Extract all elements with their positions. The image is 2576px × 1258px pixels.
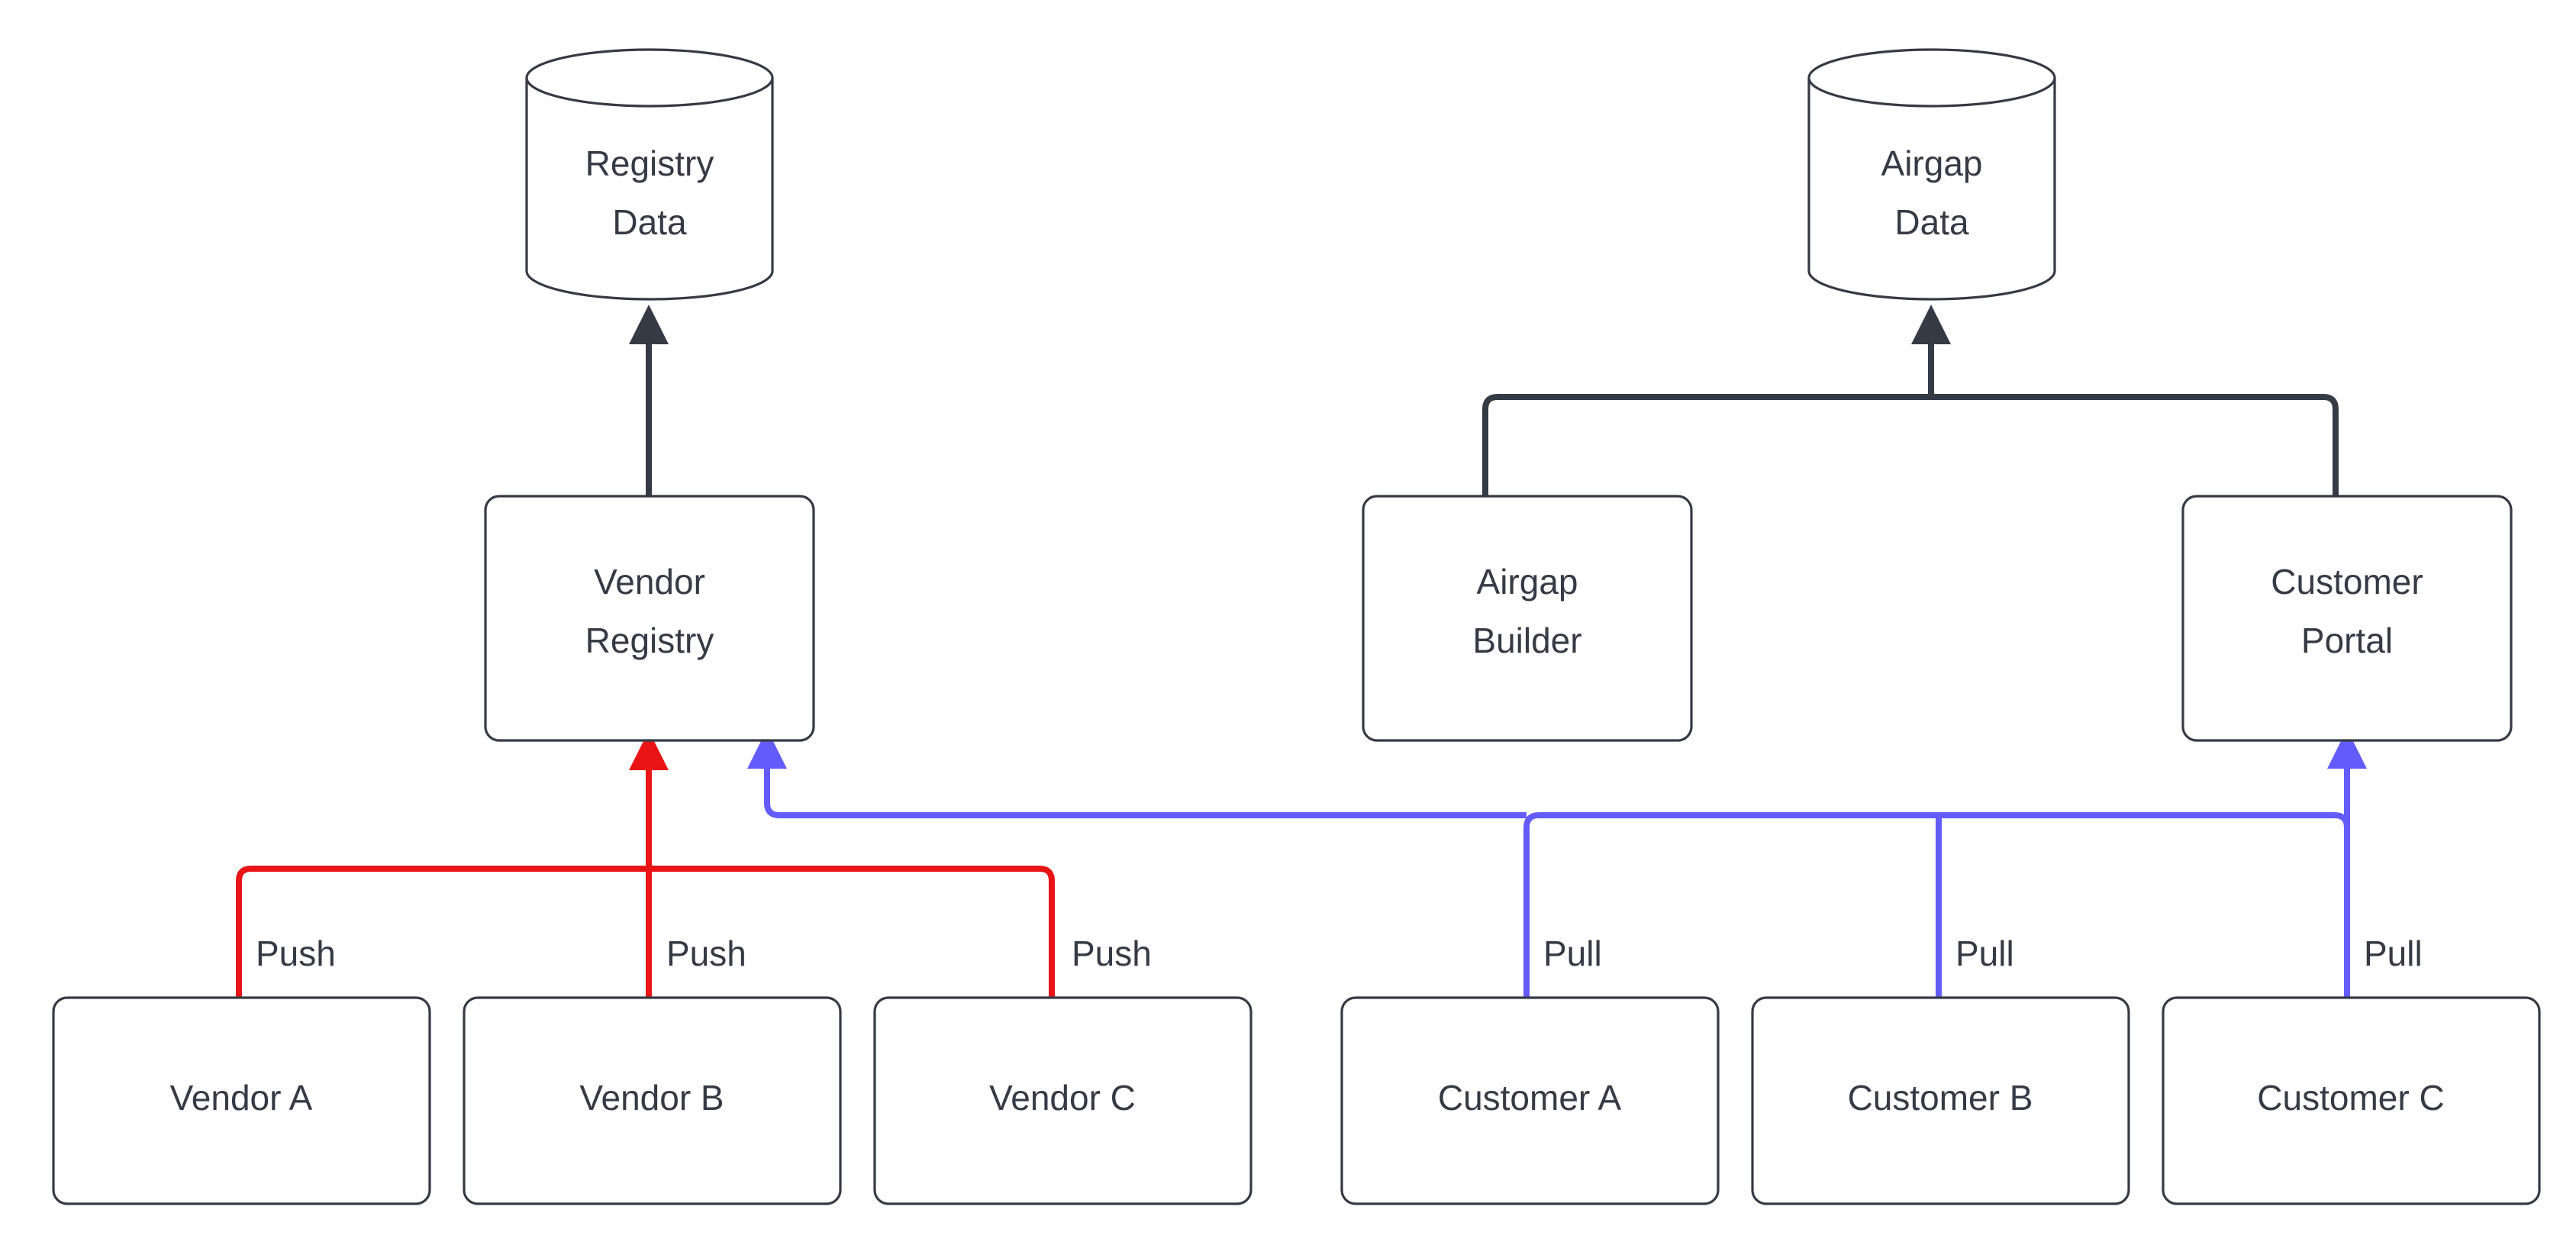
vendor-a-box — [52, 996, 431, 1205]
customer-a-box — [1340, 996, 1720, 1205]
airgap-builder-box — [1362, 495, 1693, 742]
airgap-data-cylinder-top — [1807, 48, 2056, 108]
vendor-c-label: Vendor C — [989, 1078, 1136, 1118]
customer-b-label: Customer B — [1848, 1078, 2033, 1118]
registry-data-cylinder-body — [525, 78, 774, 301]
edge-label-push-a: Push — [256, 934, 336, 973]
customer-c-label: Customer C — [2257, 1078, 2444, 1118]
node-customer-b[interactable]: Customer B — [1751, 996, 2130, 1205]
node-airgap-builder[interactable]: Airgap Builder — [1362, 495, 1693, 742]
vendor-registry-label-line2: Registry — [585, 621, 714, 660]
edge-push-bus — [236, 866, 1055, 998]
node-vendor-c[interactable]: Vendor C — [873, 996, 1253, 1205]
registry-data-cylinder-top — [525, 48, 774, 108]
customer-portal-label-line1: Customer — [2271, 562, 2423, 602]
customer-a-label: Customer A — [1438, 1078, 1622, 1118]
node-customer-c[interactable]: Customer C — [2162, 996, 2541, 1205]
edge-label-push-b: Push — [666, 934, 746, 973]
edge-label-pull-a: Pull — [1543, 934, 1602, 973]
vendor-registry-box — [484, 495, 815, 742]
airgap-data-label-line1: Airgap — [1881, 144, 1983, 183]
node-vendor-b[interactable]: Vendor B — [463, 996, 842, 1205]
node-registry-data[interactable]: Registry Data — [525, 48, 774, 301]
vendor-registry-label-line1: Vendor — [594, 562, 705, 602]
edge-airgap-tree-bus — [1482, 394, 2339, 496]
node-vendor-a[interactable]: Vendor A — [52, 996, 431, 1205]
vendor-b-box — [463, 996, 842, 1205]
airgap-builder-label-line2: Builder — [1472, 621, 1581, 660]
customer-c-box — [2162, 996, 2541, 1205]
airgap-builder-label-line1: Airgap — [1477, 562, 1578, 602]
customer-b-box — [1751, 996, 2130, 1205]
node-airgap-data[interactable]: Airgap Data — [1807, 48, 2056, 301]
edge-pull-to-vendor-registry — [764, 740, 1527, 818]
registry-data-label-line2: Data — [612, 202, 687, 242]
node-vendor-registry[interactable]: Vendor Registry — [484, 495, 815, 742]
edge-label-push-c: Push — [1072, 934, 1152, 973]
customer-portal-label-line2: Portal — [2301, 621, 2393, 660]
node-customer-a[interactable]: Customer A — [1340, 996, 1720, 1205]
registry-data-label-line1: Registry — [585, 144, 714, 183]
vendor-a-label: Vendor A — [170, 1078, 313, 1118]
vendor-c-box — [873, 996, 1253, 1205]
edge-label-pull-b: Pull — [1955, 934, 2014, 973]
edge-label-pull-c: Pull — [2364, 934, 2423, 973]
airgap-data-label-line2: Data — [1894, 202, 1969, 242]
vendor-b-label: Vendor B — [579, 1078, 724, 1118]
node-customer-portal[interactable]: Customer Portal — [2181, 495, 2513, 742]
airgap-data-cylinder-body — [1807, 78, 2056, 301]
customer-portal-box — [2181, 495, 2513, 742]
